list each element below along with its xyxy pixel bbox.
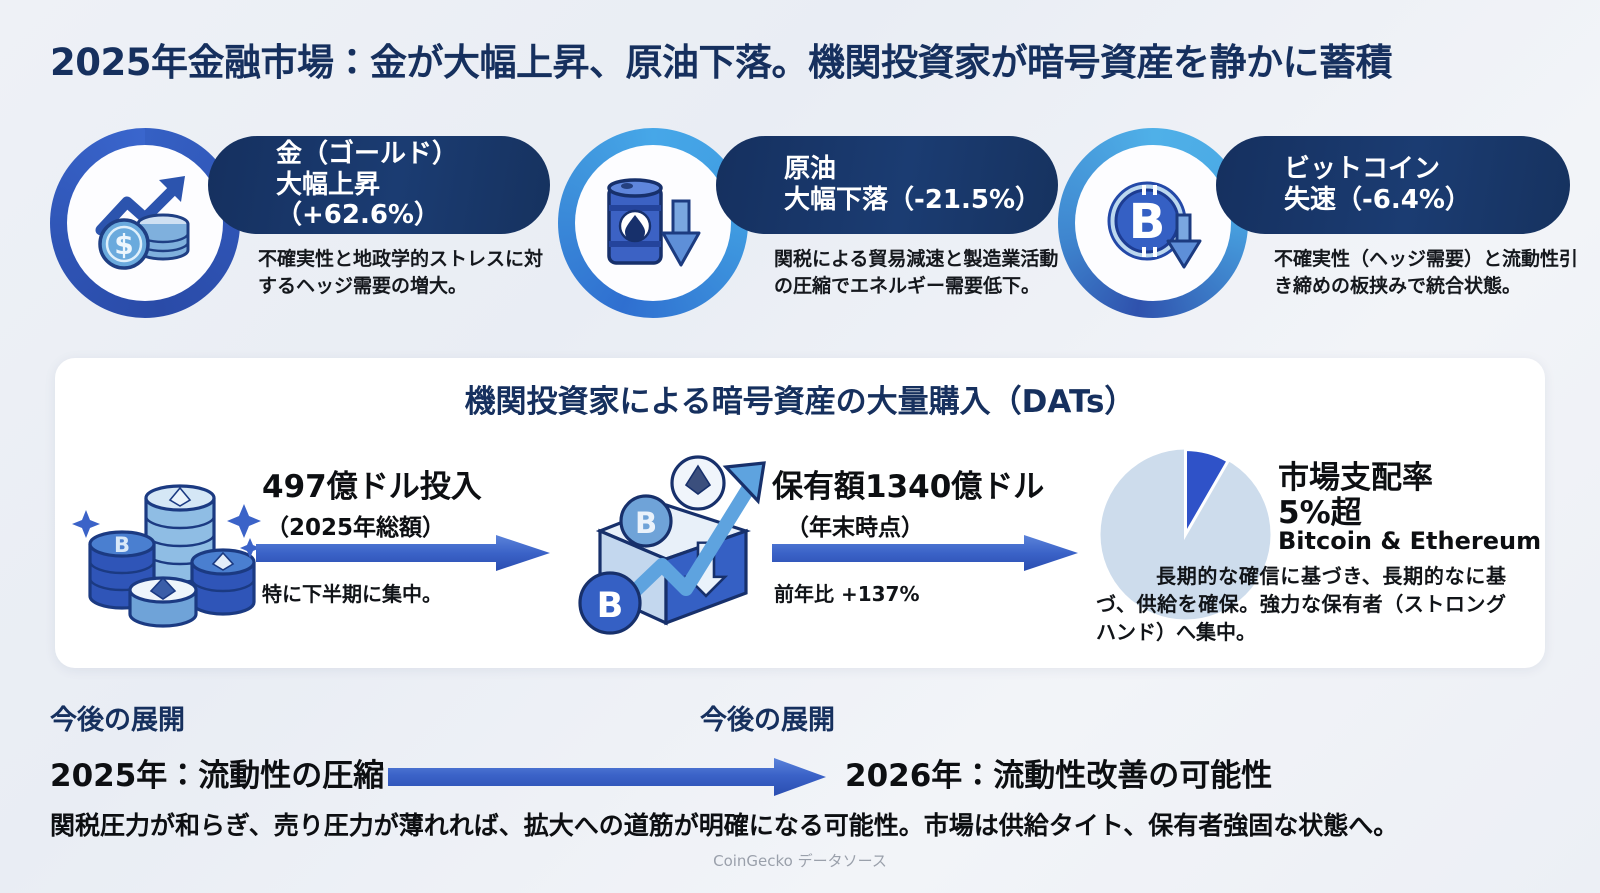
svg-text:B: B bbox=[1129, 194, 1166, 250]
gold-change: 大幅上昇（+62.6%） bbox=[276, 169, 440, 231]
outlook-year-2026: 2026年：流動性改善の可能性 bbox=[845, 758, 1273, 794]
dominance-value: 5%超 bbox=[1278, 495, 1362, 531]
oil-description: 関税による貿易減速と製造業活動の圧縮でエネルギー需要低下。 bbox=[774, 248, 1059, 297]
stage1-headline: 497億ドル投入 bbox=[262, 469, 482, 505]
oil-pill: 原油 大幅下落（-21.5%） bbox=[716, 136, 1058, 234]
gold-description: 不確実性と地政学的ストレスに対するヘッジ需要の増大。 bbox=[258, 248, 544, 297]
ring-inner-disc: $ bbox=[67, 145, 223, 301]
svg-text:B: B bbox=[597, 586, 624, 626]
outlook-label-right: 今後の展開 bbox=[700, 705, 835, 736]
ring-inner-disc: B bbox=[1075, 145, 1231, 301]
outlook-year-2025: 2025年：流動性の圧縮 bbox=[50, 758, 385, 794]
bitcoin-downtrend-icon: B bbox=[1107, 181, 1202, 269]
oil-barrel-downtrend-icon bbox=[607, 178, 701, 267]
asset-card-bitcoin: B ビットコイン 失速（-6.4%） 不確実性（ヘッジ需要）と流動性引き締めの板… bbox=[1058, 128, 1578, 343]
outlook-caption: 関税圧力が和らぎ、売り圧力が薄れれば、拡大への道筋が明確になる可能性。市場は供給… bbox=[50, 811, 1399, 840]
stage1-note: 特に下半期に集中。 bbox=[262, 582, 442, 606]
dominance-description: 長期的な確信に基づき、長期的なに基づ、供給を確保。強力な保有者（ストロングハンド… bbox=[1096, 564, 1506, 644]
outlook-label-left: 今後の展開 bbox=[50, 705, 185, 736]
ring-inner-disc bbox=[575, 145, 731, 301]
bitcoin-icon-ring: B bbox=[1058, 128, 1248, 318]
bitcoin-description: 不確実性（ヘッジ需要）と流動性引き締めの板挟みで統合状態。 bbox=[1274, 248, 1579, 297]
oil-change: 大幅下落（-21.5%） bbox=[784, 185, 1041, 215]
page-title: 2025年金融市場：金が大幅上昇、原油下落。機関投資家が暗号資産を静かに蓄積 bbox=[50, 41, 1392, 84]
svg-text:B: B bbox=[114, 533, 130, 557]
crypto-treasury-box-icon: B B bbox=[558, 443, 776, 645]
asset-card-gold: $ 金（ゴールド） 大幅上昇（+62.6%） 不確実性と地政学的ストレスに対する… bbox=[50, 128, 550, 343]
stage1-to-stage2-arrow bbox=[256, 533, 552, 577]
dominance-assets: Bitcoin & Ethereum bbox=[1278, 527, 1542, 555]
oil-icon-ring bbox=[558, 128, 748, 318]
gold-pill: 金（ゴールド） 大幅上昇（+62.6%） bbox=[208, 136, 550, 234]
crypto-coin-stack-icon: B bbox=[58, 462, 263, 641]
panel-title: 機関投資家による暗号資産の大量購入（DATs） bbox=[464, 384, 1136, 420]
stage2-note: 前年比 +137% bbox=[774, 582, 920, 606]
data-source-label: CoinGecko データソース bbox=[713, 852, 887, 870]
oil-asset-name: 原油 bbox=[784, 154, 837, 185]
asset-card-oil: 原油 大幅下落（-21.5%） 関税による貿易減速と製造業活動の圧縮でエネルギー… bbox=[558, 128, 1058, 343]
stage1-subline: （2025年総額） bbox=[266, 515, 446, 541]
dominance-headline: 市場支配率 bbox=[1278, 460, 1433, 496]
stage2-to-stage3-arrow bbox=[772, 533, 1080, 577]
outlook-transition-arrow bbox=[388, 756, 828, 802]
svg-text:B: B bbox=[635, 506, 657, 540]
svg-text:$: $ bbox=[114, 228, 133, 261]
gold-asset-name: 金（ゴールド） bbox=[276, 138, 459, 169]
gold-icon-ring: $ bbox=[50, 128, 240, 318]
stage2-subline: （年末時点） bbox=[786, 515, 924, 541]
stage2-headline: 保有額1340億ドル bbox=[772, 469, 1045, 505]
institutional-buying-panel: 機関投資家による暗号資産の大量購入（DATs） bbox=[55, 358, 1545, 668]
bitcoin-change: 失速（-6.4%） bbox=[1284, 185, 1471, 215]
market-dominance-pie-icon bbox=[1098, 447, 1273, 622]
gold-coins-uptrend-icon: $ bbox=[95, 176, 190, 270]
bitcoin-pill: ビットコイン 失速（-6.4%） bbox=[1216, 136, 1570, 234]
bitcoin-asset-name: ビットコイン bbox=[1284, 154, 1441, 185]
